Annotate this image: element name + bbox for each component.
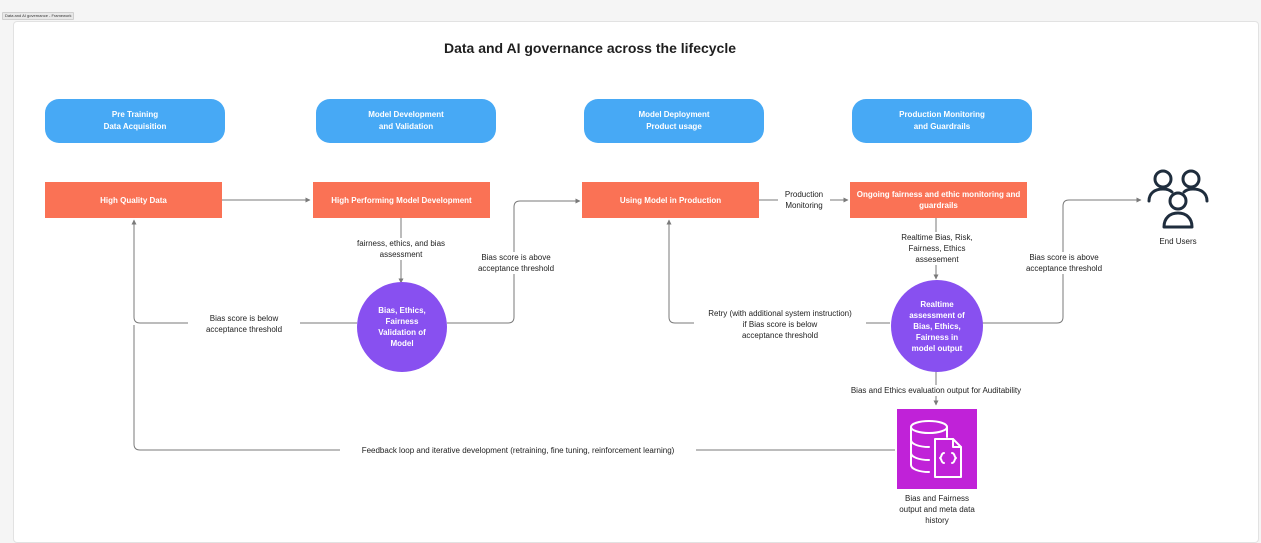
box-high-quality-data: High Quality Data — [45, 182, 222, 218]
circle-validation: Bias, Ethics, Fairness Validation of Mod… — [357, 282, 447, 372]
label-feedback-loop: Feedback loop and iterative development … — [340, 445, 696, 456]
diagram-title: Data and AI governance across the lifecy… — [443, 40, 737, 56]
users-group-icon — [1147, 169, 1209, 229]
box-model-development: High Performing Model Development — [313, 182, 490, 218]
edge-validation-to-data — [131, 219, 357, 324]
database-label: Bias and Fairness output and meta data h… — [880, 493, 994, 526]
edge-assessment-to-production — [666, 219, 890, 324]
circle-realtime-assessment: Realtime assessment of Bias, Ethics, Fai… — [891, 280, 983, 372]
label-realtime-bias-risk: Realtime Bias, Risk, Fairness, Ethics as… — [894, 232, 980, 265]
box-ongoing-monitoring: Ongoing fairness and ethic monitoring an… — [850, 182, 1027, 218]
label-above-threshold-right: Bias score is above acceptance threshold — [1016, 252, 1112, 274]
label-above-threshold-mid: Bias score is above acceptance threshold — [468, 252, 564, 274]
database-document-icon — [910, 420, 962, 478]
frame-tag: Data and AI governance - Framework — [2, 12, 75, 20]
stage-model-development: Model Development and Validation — [316, 99, 496, 143]
stage-production-monitoring: Production Monitoring and Guardrails — [852, 99, 1032, 143]
label-fairness-assessment: fairness, ethics, and bias assessment — [340, 238, 462, 260]
stage-pre-training: Pre Training Data Acquisition — [45, 99, 225, 143]
stage-model-deployment: Model Deployment Product usage — [584, 99, 764, 143]
end-users-label: End Users — [1138, 236, 1218, 247]
box-model-in-production: Using Model in Production — [582, 182, 759, 218]
label-retry: Retry (with additional system instructio… — [694, 308, 866, 341]
database-tile — [897, 409, 977, 489]
label-below-threshold-left: Bias score is below acceptance threshold — [188, 313, 300, 335]
label-auditability: Bias and Ethics evaluation output for Au… — [838, 385, 1034, 396]
edge-database-to-data — [133, 325, 895, 451]
label-production-monitoring: Production Monitoring — [778, 189, 830, 211]
